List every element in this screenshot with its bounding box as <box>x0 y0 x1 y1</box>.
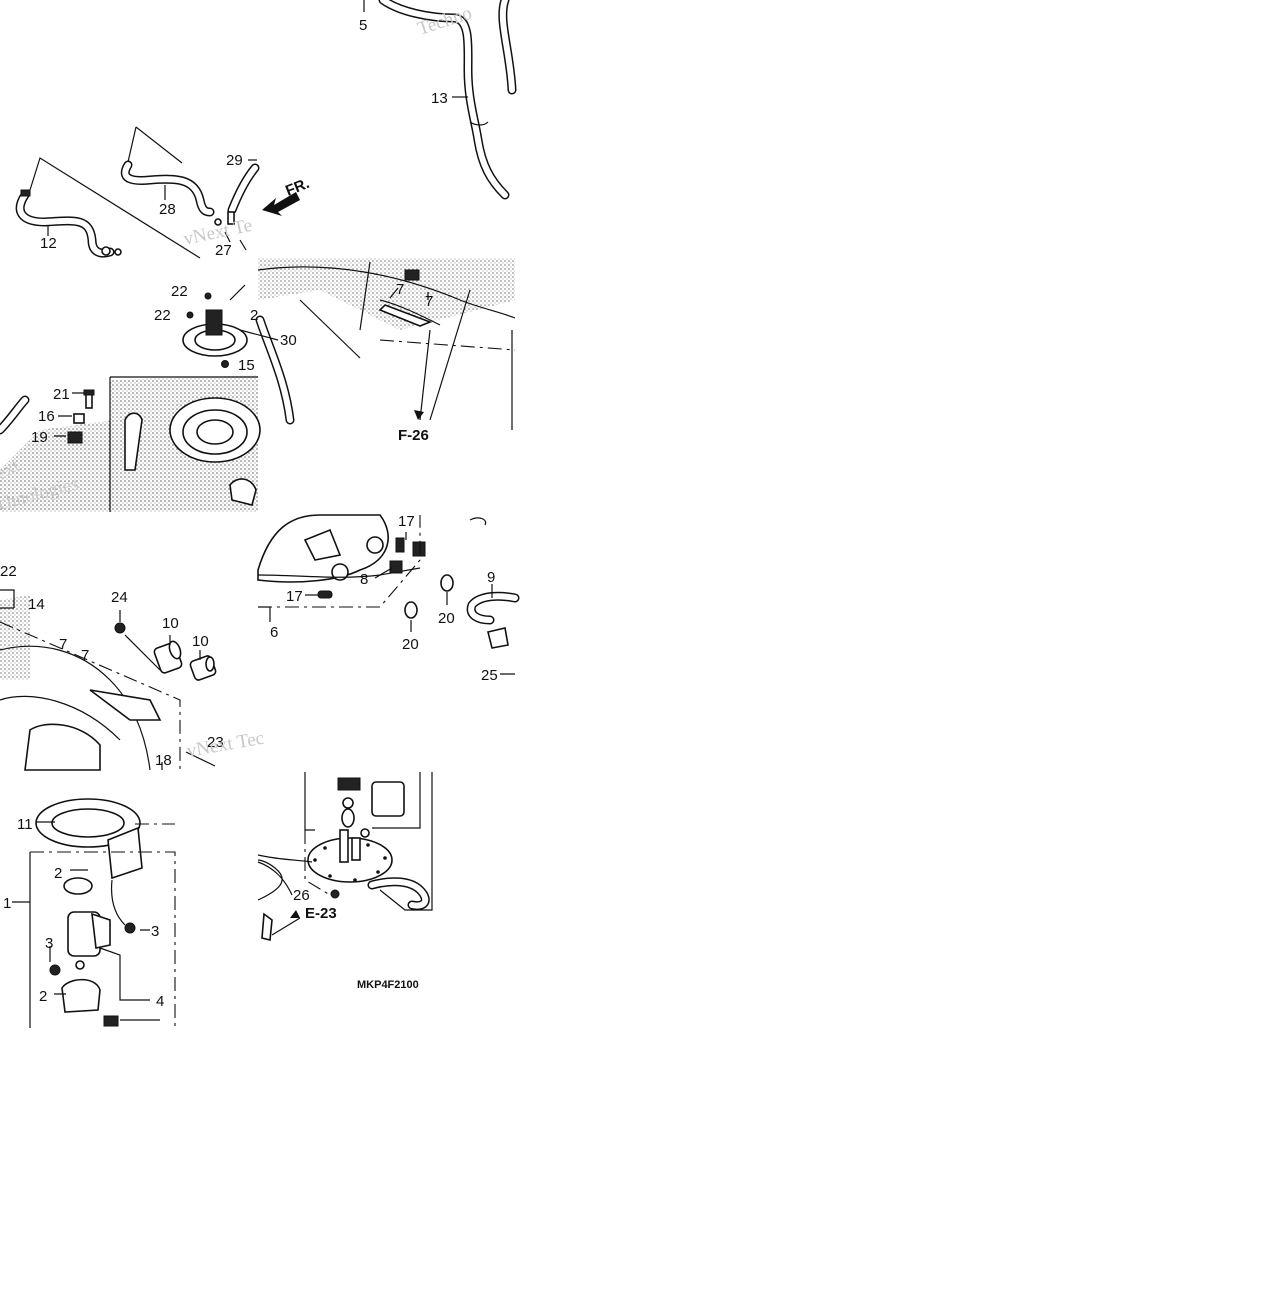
tile-tank-side <box>0 589 217 771</box>
label-26: 26 <box>293 887 310 904</box>
label-13: 13 <box>431 90 448 107</box>
label-30: 30 <box>280 332 297 349</box>
callout-labels: 5 13 29 28 12 27 22 22 2 30 15 21 16 19 … <box>0 17 498 1010</box>
label-7a: 7 <box>396 281 404 298</box>
label-20b: 20 <box>402 636 419 653</box>
label-18: 18 <box>155 752 172 769</box>
rubber-10a <box>153 640 183 674</box>
label-7c: 7 <box>59 636 67 653</box>
label-22b: 22 <box>154 307 171 324</box>
label-22c: 22 <box>0 563 17 580</box>
label-3b: 3 <box>45 935 53 952</box>
label-27: 27 <box>215 242 232 259</box>
tile-fuel-cap <box>0 284 295 512</box>
reference-f26: F-26 <box>398 427 429 444</box>
label-11: 11 <box>17 816 33 833</box>
label-22a: 22 <box>171 283 188 300</box>
label-10a: 10 <box>162 615 179 632</box>
label-5: 5 <box>359 17 367 34</box>
label-7b: 7 <box>425 293 433 310</box>
label-29: 29 <box>226 152 243 169</box>
label-9: 9 <box>487 569 495 586</box>
tile-pump-plate <box>257 772 433 942</box>
label-17b: 17 <box>286 588 303 605</box>
label-21: 21 <box>53 386 70 403</box>
tile-fuel-pump <box>12 798 176 1028</box>
label-2c: 2 <box>39 988 47 1005</box>
label-25: 25 <box>481 667 498 684</box>
label-23: 23 <box>207 734 224 751</box>
tile-tank-bottom <box>257 514 520 675</box>
label-3a: 3 <box>151 923 159 940</box>
label-24: 24 <box>111 589 128 606</box>
watermark-e: vNext Tec <box>185 728 265 762</box>
label-17a: 17 <box>398 513 415 530</box>
hose-12 <box>15 190 115 258</box>
label-7d: 7 <box>81 647 89 664</box>
label-14: 14 <box>28 596 45 613</box>
rubber-10b <box>189 655 217 681</box>
front-arrow-icon <box>262 192 300 216</box>
label-2b: 2 <box>54 865 62 882</box>
label-2a: 2 <box>250 307 258 324</box>
pump-filter-2 <box>63 877 93 895</box>
tile-hose-13 <box>363 0 517 200</box>
label-20a: 20 <box>438 610 455 627</box>
tile-tank-top <box>257 258 516 430</box>
label-19: 19 <box>31 429 48 446</box>
tile-hoses-upper-left <box>15 126 300 259</box>
pump-flange <box>307 837 393 883</box>
label-16: 16 <box>38 408 55 425</box>
label-28: 28 <box>159 201 176 218</box>
reference-e23: E-23 <box>305 905 337 922</box>
front-label: FR. <box>283 175 312 200</box>
label-10b: 10 <box>192 633 209 650</box>
label-8: 8 <box>360 571 368 588</box>
label-12: 12 <box>40 235 57 252</box>
label-1: 1 <box>3 895 11 912</box>
label-15: 15 <box>238 357 255 374</box>
label-4: 4 <box>156 993 164 1010</box>
label-6: 6 <box>270 624 278 641</box>
diagram-code: MKP4F2100 <box>357 979 419 991</box>
